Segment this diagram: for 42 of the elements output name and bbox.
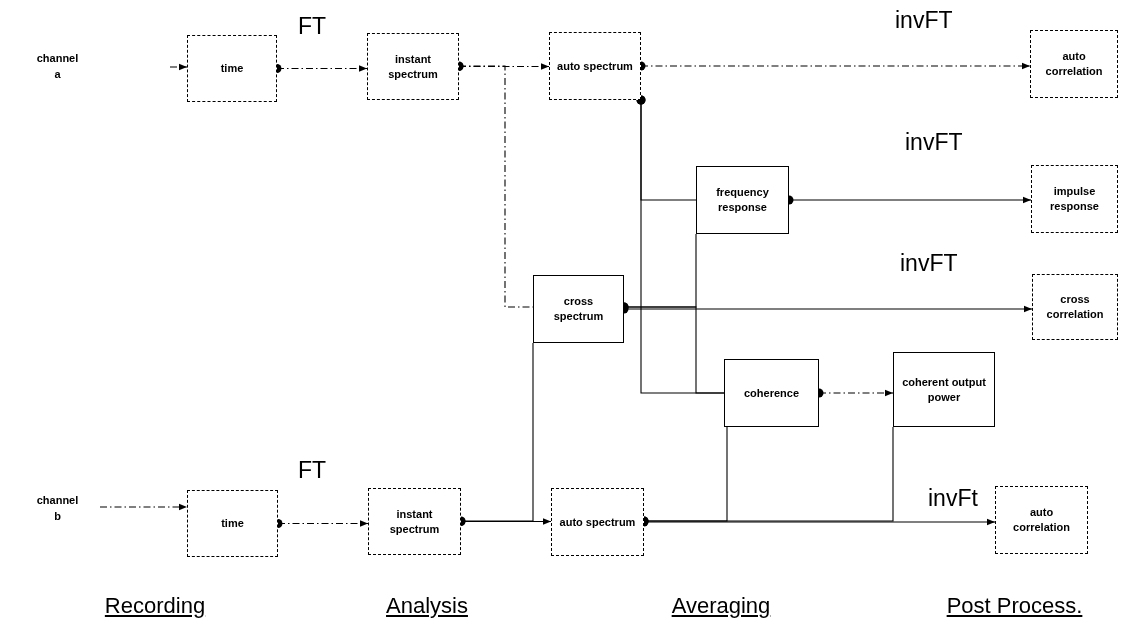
stage-heading: Recording — [103, 592, 207, 620]
box-text: auto correlation — [1044, 49, 1104, 79]
connector-arrow — [169, 63, 188, 71]
process-box — [549, 32, 641, 100]
stage-heading: Analysis — [385, 592, 469, 620]
process-box — [368, 488, 461, 555]
process-box — [995, 486, 1088, 554]
process-box — [724, 359, 819, 427]
connector-arrow — [99, 503, 188, 511]
process-box — [1031, 165, 1118, 233]
process-box — [696, 166, 789, 234]
stage-heading: Post Process. — [945, 592, 1084, 620]
edge-label: invFT — [905, 128, 963, 156]
stage-heading: Averaging — [670, 592, 772, 620]
box-text: cross correlation — [1045, 292, 1105, 322]
process-box — [551, 488, 644, 556]
box-text: coherence — [743, 385, 800, 401]
edge-label: invFT — [900, 249, 958, 277]
box-text: auto spectrum — [558, 514, 637, 530]
edge-label: invFt — [928, 484, 978, 512]
edge-label: invFT — [895, 6, 953, 34]
channel-label: channel a — [35, 51, 80, 82]
box-text: coherent output power — [901, 374, 987, 405]
channel-label: channel b — [35, 493, 80, 524]
box-text: auto correlation — [1012, 505, 1071, 535]
box-text: time — [219, 61, 245, 76]
box-text: auto spectrum — [556, 58, 634, 74]
process-box — [367, 33, 459, 100]
box-text: impulse response — [1049, 184, 1100, 214]
box-text: time — [220, 516, 245, 531]
process-box — [893, 352, 995, 427]
edge-label: FT — [298, 456, 327, 484]
box-text: instant spectrum — [388, 506, 441, 537]
process-box — [1032, 274, 1118, 340]
box-text: frequency response — [715, 185, 770, 215]
box-text: instant spectrum — [387, 51, 439, 82]
box-text: cross spectrum — [552, 294, 605, 324]
process-box — [187, 490, 278, 557]
process-box — [1030, 30, 1118, 98]
process-box — [187, 35, 277, 102]
edge-label: FT — [298, 12, 327, 40]
process-box — [533, 275, 624, 343]
